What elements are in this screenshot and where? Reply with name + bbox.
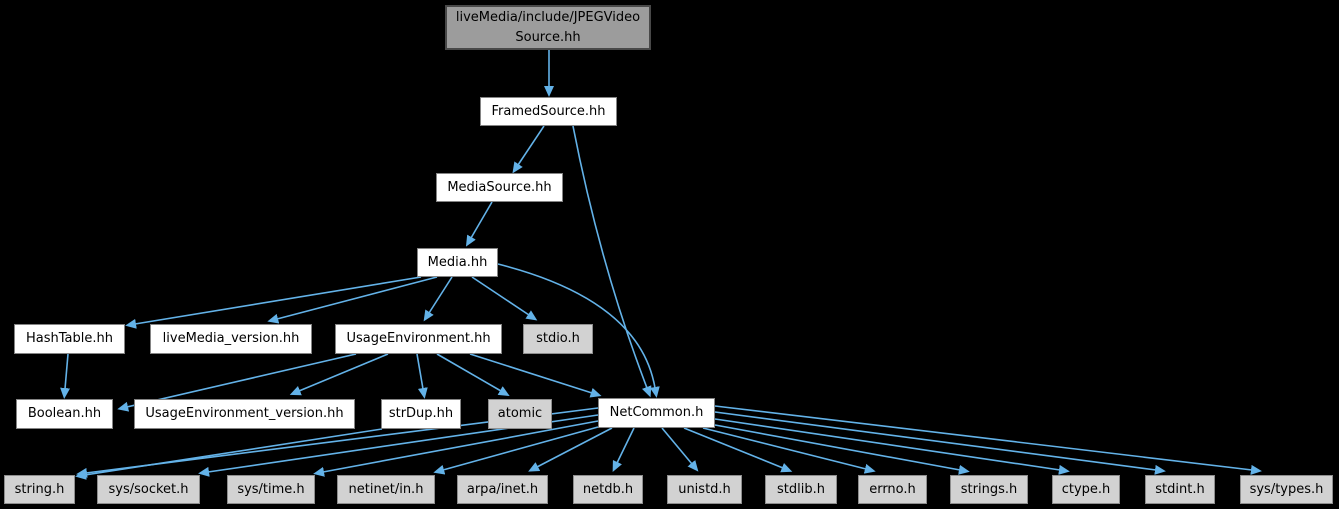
edge-netcommon-stdlib [683, 427, 793, 473]
node-string: string.h [4, 475, 75, 504]
node-jpegvideosource: liveMedia/include/JPEGVideo Source.hh [445, 5, 651, 50]
node-sys-socket: sys/socket.h [97, 475, 200, 504]
node-atomic: atomic [488, 399, 552, 429]
node-netcommon[interactable]: NetCommon.h [598, 398, 715, 428]
node-framedsource[interactable]: FramedSource.hh [480, 97, 617, 126]
node-strdup[interactable]: strDup.hh [381, 399, 461, 429]
edge-usageenvironment-netcommon [469, 353, 602, 398]
edge-mediasource-media [465, 201, 493, 247]
node-boolean[interactable]: Boolean.hh [16, 399, 113, 429]
edge-usageenvironment-ue-version [289, 353, 389, 396]
edge-netcommon-stdint [714, 411, 1166, 475]
node-mediasource[interactable]: MediaSource.hh [436, 173, 563, 202]
edge-netcommon-unistd [661, 427, 699, 472]
node-netinet-in: netinet/in.h [337, 475, 435, 504]
node-hashtable[interactable]: HashTable.hh [14, 324, 125, 354]
edge-media-netcommon [497, 263, 660, 398]
node-ue-version[interactable]: UsageEnvironment_version.hh [134, 399, 355, 429]
node-stdint: stdint.h [1145, 475, 1215, 504]
edge-media-stdio [471, 276, 538, 321]
edge-usageenvironment-boolean [117, 353, 357, 412]
node-stdlib: stdlib.h [765, 475, 837, 504]
node-netdb: netdb.h [573, 475, 643, 504]
node-arpa-inet: arpa/inet.h [457, 475, 548, 504]
edge-framedsource-mediasource [512, 125, 545, 174]
node-usageenvironment[interactable]: UsageEnvironment.hh [335, 324, 502, 354]
edge-media-livemedia-version [267, 276, 438, 324]
edge-netcommon-sys-types [714, 405, 1262, 475]
edge-netcommon-arpa-inet [528, 427, 613, 472]
node-stdio: stdio.h [523, 324, 593, 354]
edge-netcommon-errno [702, 427, 876, 474]
edge-media-hashtable [125, 276, 422, 329]
node-errno: errno.h [858, 475, 927, 504]
node-ctype: ctype.h [1052, 475, 1120, 504]
edge-netcommon-netdb [612, 427, 635, 472]
edge-netcommon-sys-time [313, 420, 599, 477]
node-strings: strings.h [950, 475, 1028, 504]
node-unistd: unistd.h [667, 475, 742, 504]
node-media[interactable]: Media.hh [417, 248, 498, 277]
node-livemedia-version[interactable]: liveMedia_version.hh [150, 324, 312, 354]
edge-netcommon-netinet-in [433, 426, 599, 475]
edge-usageenvironment-strdup [416, 353, 428, 399]
edge-framedsource-netcommon [572, 125, 652, 398]
node-sys-time: sys/time.h [227, 475, 315, 504]
edge-netcommon-ctype [714, 418, 1070, 475]
edge-hashtable-boolean [60, 353, 71, 399]
node-sys-types: sys/types.h [1240, 475, 1333, 504]
edge-netcommon-strings [714, 424, 970, 475]
edge-usageenvironment-atomic [436, 353, 510, 397]
edge-media-usageenvironment [423, 276, 453, 322]
